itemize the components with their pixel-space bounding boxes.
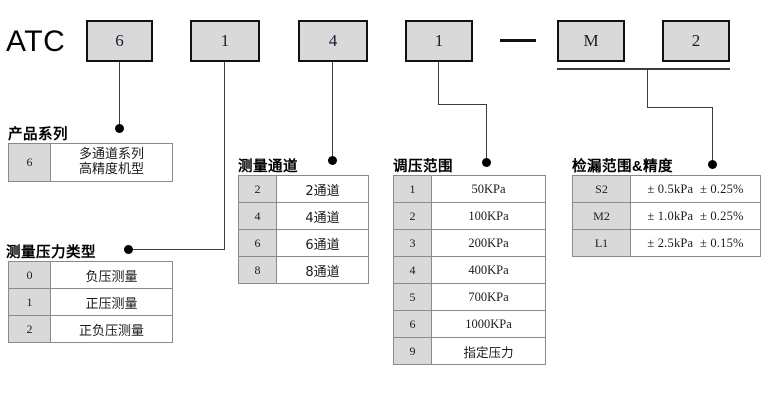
- spec-gap: [693, 209, 700, 223]
- option-code: 9: [393, 337, 432, 365]
- option-code: 8: [238, 256, 277, 284]
- connector-leak-bracket: [557, 68, 730, 70]
- code-box-series[interactable]: 6: [86, 20, 153, 62]
- connector-pressure-range-vertical-2: [486, 104, 488, 162]
- option-code: 1: [393, 175, 432, 203]
- connector-dot-series: [115, 124, 124, 133]
- connector-pressure-type-horizontal: [132, 249, 225, 251]
- code-box-pressure-type[interactable]: 1: [190, 20, 260, 62]
- options-table-leak-range-accuracy: S2± 0.5kPa ± 0.25%M2± 1.0kPa ± 0.25%L1± …: [572, 175, 761, 257]
- option-code: 6: [238, 229, 277, 257]
- option-spec: ± 2.5kPa ± 0.15%: [630, 229, 761, 257]
- option-desc: 正负压测量: [50, 315, 173, 343]
- option-spec: ± 1.0kPa ± 0.25%: [630, 202, 761, 230]
- option-accuracy: ± 0.25%: [699, 181, 744, 196]
- model-prefix-label: ATC: [6, 25, 66, 58]
- option-code: 4: [238, 202, 277, 230]
- option-code: 5: [393, 283, 432, 311]
- option-code: M2: [572, 202, 631, 230]
- option-desc: 8通道: [276, 256, 369, 284]
- option-code: S2: [572, 175, 631, 203]
- option-code: 2: [238, 175, 277, 203]
- option-desc: 多通道系列 高精度机型: [50, 143, 173, 182]
- connector-dot-leak: [708, 160, 717, 169]
- option-desc: 1000KPa: [431, 310, 546, 338]
- option-desc-line2: 高精度机型: [78, 162, 144, 178]
- option-code: L1: [572, 229, 631, 257]
- spec-gap: [693, 182, 700, 196]
- connector-pressure-type-vertical: [224, 62, 226, 250]
- code-box-leak-number[interactable]: 2: [662, 20, 730, 62]
- option-code: 6: [8, 143, 51, 182]
- connector-leak-vertical-1: [647, 68, 649, 108]
- option-desc: 正压测量: [50, 288, 173, 316]
- option-desc: 700KPa: [431, 283, 546, 311]
- option-code: 6: [393, 310, 432, 338]
- option-desc: 6通道: [276, 229, 369, 257]
- option-desc-line1: 多通道系列: [78, 147, 144, 162]
- connector-series: [119, 62, 121, 128]
- option-desc: 2通道: [276, 175, 369, 203]
- table-row[interactable]: L1± 2.5kPa ± 0.15%: [572, 229, 761, 257]
- group-title-series: 产品系列: [8, 127, 68, 143]
- option-desc: 50KPa: [431, 175, 546, 203]
- group-title-channels: 测量通道: [238, 159, 298, 175]
- group-title-leak-range-accuracy: 检漏范围&精度: [572, 159, 673, 175]
- table-row[interactable]: S2± 0.5kPa ± 0.25%: [572, 175, 761, 203]
- option-code: 2: [8, 315, 51, 343]
- option-accuracy: ± 0.15%: [699, 235, 744, 250]
- options-table-series: 6 多通道系列 高精度机型: [8, 143, 173, 182]
- option-leak-range: ± 1.0kPa: [647, 208, 694, 223]
- table-row[interactable]: 6 多通道系列 高精度机型: [8, 143, 173, 182]
- code-box-channels[interactable]: 4: [298, 20, 368, 62]
- option-code: 2: [393, 202, 432, 230]
- spec-gap: [693, 236, 700, 250]
- option-code: 3: [393, 229, 432, 257]
- group-title-pressure-type: 测量压力类型: [6, 245, 96, 261]
- option-accuracy: ± 0.25%: [699, 208, 744, 223]
- separator-dash: [500, 39, 536, 42]
- code-box-leak-letter[interactable]: M: [557, 20, 625, 62]
- option-code: 1: [8, 288, 51, 316]
- option-desc: 4通道: [276, 202, 369, 230]
- connector-leak-horizontal: [647, 107, 713, 109]
- option-code: 0: [8, 261, 51, 289]
- connector-leak-vertical-2: [712, 107, 714, 164]
- connector-dot-channels: [328, 156, 337, 165]
- connector-channels: [332, 62, 334, 160]
- option-desc: 400KPa: [431, 256, 546, 284]
- option-desc: 负压测量: [50, 261, 173, 289]
- option-code: 4: [393, 256, 432, 284]
- option-desc: 100KPa: [431, 202, 546, 230]
- option-desc: 200KPa: [431, 229, 546, 257]
- connector-pressure-range-horizontal: [438, 104, 487, 106]
- connector-pressure-range-vertical-1: [438, 62, 440, 105]
- option-desc: 指定压力: [431, 337, 546, 365]
- group-title-pressure-range: 调压范围: [393, 159, 453, 175]
- option-leak-range: ± 2.5kPa: [647, 235, 694, 250]
- option-spec: ± 0.5kPa ± 0.25%: [630, 175, 761, 203]
- option-leak-range: ± 0.5kPa: [647, 181, 694, 196]
- connector-dot-pressure-type: [124, 245, 133, 254]
- connector-dot-pressure-range: [482, 158, 491, 167]
- table-row[interactable]: M2± 1.0kPa ± 0.25%: [572, 202, 761, 230]
- code-box-pressure-range[interactable]: 1: [405, 20, 473, 62]
